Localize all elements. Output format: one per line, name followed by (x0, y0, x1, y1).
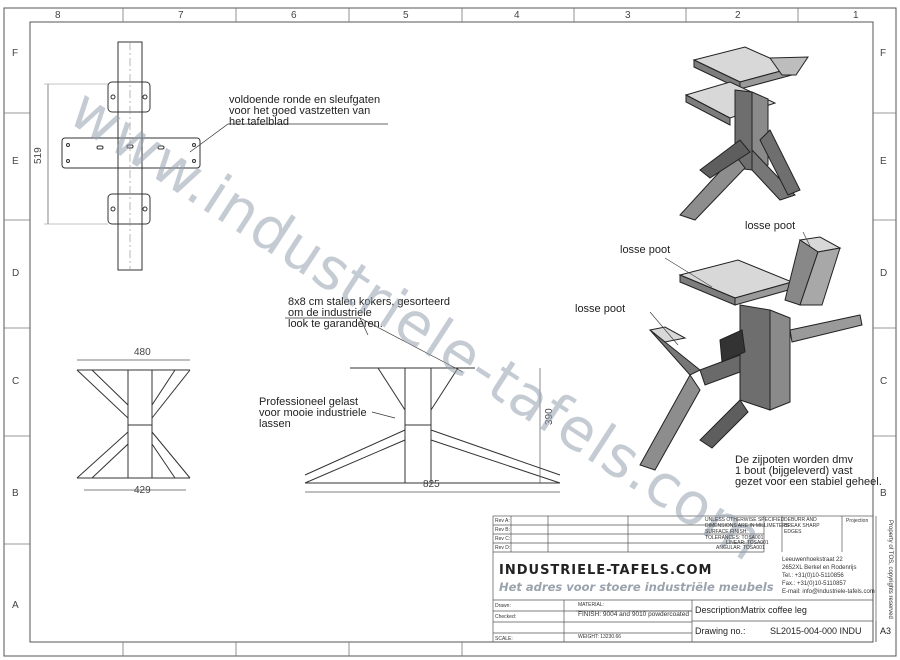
note-welded-line1: Professioneel gelast (259, 396, 359, 408)
zone-col-2: 2 (735, 10, 741, 21)
note-line-2: DIMENSIONS ARE IN MILLIMETERS (705, 523, 790, 529)
note-line-6: ANGULAR: TOSA001 (716, 545, 765, 551)
note-line-4: TOLERANCES: TOSA001 (705, 535, 764, 541)
finish-value: FINISH: 9004 and 9010 powdercoated (578, 611, 689, 618)
zone-col-1: 1 (853, 10, 859, 21)
note-line-3: SURFACE FINISH: (705, 529, 748, 535)
zone-row-f: F (12, 48, 19, 59)
projection-label: Projection (846, 518, 869, 524)
note-steel-line3: look te garanderen. (288, 318, 383, 330)
zone-col-7: 7 (178, 10, 184, 21)
weight-value: WEIGHT: 13230.66 (578, 634, 622, 640)
rev-d-label: Rev D: (495, 545, 511, 551)
front-view (285, 317, 561, 493)
zone-col-6: 6 (291, 10, 297, 21)
zone-row-e: E (12, 156, 19, 167)
deburr-line-2: BREAK SHARP (784, 523, 820, 529)
address-phone: Tel.: +31(0)10-5110856 (782, 573, 844, 579)
address-fax: Fax.: +31(0)10-5110857 (782, 581, 847, 587)
iso-view-exploded (639, 231, 863, 471)
zone-row-d-right: D (880, 268, 888, 279)
note-legs-line1: De zijpoten worden dmv (735, 454, 854, 466)
description-label: Description: (695, 605, 743, 615)
scale-label: SCALE: (495, 636, 513, 642)
deburr-line-3: EDGES (784, 529, 802, 535)
rev-b-label: Rev B: (495, 527, 511, 533)
note-welded-line2: voor mooie industriele (259, 407, 367, 419)
brand-name: INDUSTRIELE-TAFELS.COM (499, 563, 713, 578)
note-holes-line1: voldoende ronde en sleufgaten (229, 94, 381, 106)
checked-label: Checked: (495, 614, 517, 620)
zone-row-e-right: E (880, 156, 887, 167)
deburr-line-1: DEBURR AND (784, 517, 817, 523)
drawing-no-label: Drawing no.: (695, 626, 746, 636)
iso-view-top (679, 46, 809, 221)
zone-col-4: 4 (514, 10, 520, 21)
dim-825: 825 (423, 479, 440, 490)
zone-row-b: B (12, 488, 19, 499)
dim-519: 519 (33, 147, 44, 164)
top-view (44, 41, 388, 271)
zone-row-d: D (12, 268, 20, 279)
note-steel-line1: 8x8 cm stalen kokers, gesorteerd (288, 296, 451, 308)
sheet-size: A3 (880, 626, 892, 636)
note-welded-line3: lassen (259, 418, 291, 430)
zone-row-c: C (12, 376, 20, 387)
note-holes-line3: het tafelblad (229, 116, 289, 128)
zone-col-3: 3 (625, 10, 631, 21)
note-steel-line2: om de industriele (288, 307, 372, 319)
description-value: Matrix coffee leg (741, 605, 807, 615)
dim-480: 480 (134, 347, 151, 358)
inner-frame (29, 21, 874, 643)
zone-row-f-right: F (880, 48, 887, 59)
address-email: E-mail: info@industriele-tafels.com (782, 589, 875, 595)
note-legs-line3: gezet voor een stabiel geheel. (735, 476, 882, 488)
outer-frame (3, 7, 897, 657)
zone-ticks (4, 8, 896, 656)
rev-a-label: Rev A: (495, 518, 510, 524)
address-line-2: 2652XL Berkel en Rodenrijs (782, 565, 857, 571)
label-loose-leg-right: losse poot (745, 220, 796, 232)
zone-row-a: A (12, 600, 19, 611)
zone-row-b-right: B (880, 488, 887, 499)
note-line-1: UNLESS OTHERWISE SPECIFIED: (705, 517, 786, 523)
note-holes-line2: voor het goed vastzetten van (229, 105, 371, 117)
label-loose-leg-left: losse poot (575, 303, 626, 315)
rev-c-label: Rev C: (495, 536, 511, 542)
label-loose-leg-center: losse poot (620, 244, 671, 256)
brand-slogan: Het adres voor stoere industriële meubel… (499, 580, 774, 594)
address-line-1: Leeuwenhoekstraat 22 (782, 557, 843, 563)
copyright-note: Property of TOS, copyrights reserved (887, 520, 893, 619)
zone-row-c-right: C (880, 376, 888, 387)
side-view (76, 359, 191, 491)
note-legs-line2: 1 bout (bijgeleverd) vast (735, 465, 853, 477)
dim-429: 429 (134, 485, 151, 496)
note-line-5: LINEAR: TOSA001 (726, 540, 769, 546)
material-label: MATERIAL: (578, 602, 605, 608)
zone-col-8: 8 (55, 10, 61, 21)
zone-col-5: 5 (403, 10, 409, 21)
drawn-label: Drawn: (495, 603, 511, 609)
title-block (492, 515, 897, 643)
drawing-no-value: SL2015-004-000 INDU (770, 626, 862, 636)
